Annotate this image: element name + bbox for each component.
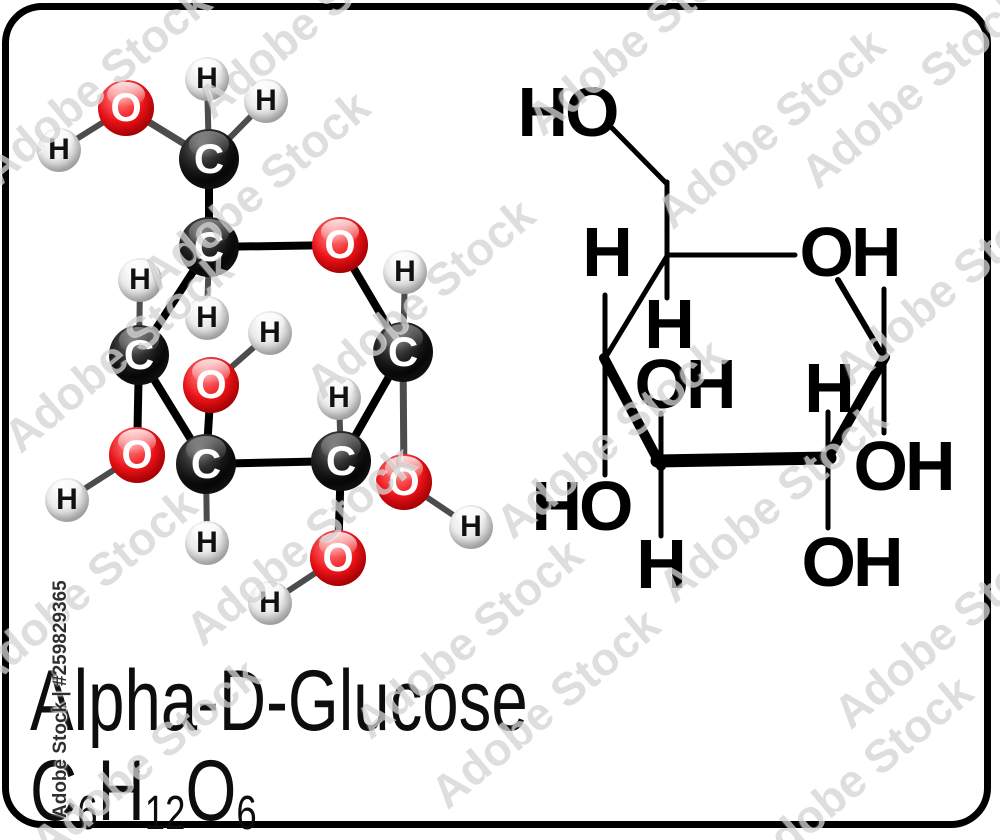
atom-symbol: H: [259, 586, 281, 619]
skeletal-bond: [821, 352, 890, 466]
hydrogen-atom: H: [383, 250, 427, 294]
carbon-atom: C: [179, 129, 239, 189]
skeletal-label: H: [804, 349, 855, 427]
atom-symbol: O: [324, 222, 356, 267]
carbon-atom: C: [373, 322, 433, 382]
atom-symbol: H: [259, 316, 281, 349]
carbon-atom: C: [179, 217, 239, 277]
formula-element: C: [30, 743, 78, 839]
atom-symbol: H: [129, 263, 151, 296]
atom-symbol: H: [196, 62, 218, 95]
hydrogen-atom: H: [185, 296, 229, 340]
oxygen-atom: O: [310, 530, 366, 586]
skeletal-bond: [599, 353, 666, 471]
hydrogen-atom: H: [248, 311, 292, 355]
skeletal-bond: [601, 253, 670, 363]
formula-subscript: 6: [236, 785, 257, 840]
atom-symbol: H: [196, 526, 218, 559]
skeletal-label: HO: [517, 73, 620, 151]
skeletal-label: H: [636, 525, 687, 603]
atom-symbol: O: [121, 432, 153, 477]
formula-element: H: [97, 743, 145, 839]
hydrogen-atom: H: [185, 57, 229, 101]
molecular-formula: C6H12O6: [30, 748, 528, 837]
rounded-border-frame: [2, 3, 991, 828]
atom-symbol: C: [123, 331, 155, 378]
skeletal-label: OH: [801, 523, 904, 601]
skeletal-bond: [835, 277, 887, 361]
hydrogen-atom: H: [449, 505, 493, 549]
carbon-atom: C: [176, 434, 236, 494]
atom-symbol: H: [196, 301, 218, 334]
atom-symbol: H: [255, 84, 277, 117]
oxygen-atom: O: [312, 217, 368, 273]
hydrogen-atom: H: [45, 478, 89, 522]
skeletal-label: OH: [853, 427, 956, 505]
atom-symbol: H: [328, 381, 350, 414]
atom-symbol: O: [110, 85, 142, 130]
hydrogen-atom: H: [185, 521, 229, 565]
skeletal-label: H: [644, 285, 695, 363]
atom-symbol: C: [193, 135, 225, 182]
hydrogen-atom: H: [248, 581, 292, 625]
skeletal-bond: [650, 451, 837, 468]
atom-symbol: H: [48, 133, 70, 166]
skeletal-label: OH: [799, 213, 902, 291]
carbon-atom: C: [311, 431, 371, 491]
caption: Alpha-D-Glucose C6H12O6: [30, 653, 528, 837]
skeletal-bond: [609, 125, 670, 187]
atom-symbol: C: [190, 440, 222, 487]
oxygen-atom: O: [98, 80, 154, 136]
atom-symbol: H: [394, 255, 416, 288]
atom-symbol: O: [388, 459, 420, 504]
atom-symbol: O: [195, 362, 227, 407]
atom-symbol: C: [387, 328, 419, 375]
formula-element: O: [185, 743, 237, 839]
oxygen-atom: O: [376, 454, 432, 510]
oxygen-atom: O: [183, 357, 239, 413]
atom-symbol: C: [193, 223, 225, 270]
skeletal-label: OH: [634, 345, 737, 423]
skeletal-label: H: [582, 213, 633, 291]
atom-symbol: C: [325, 437, 357, 484]
watermark-id-text: Adobe Stock | #259829365: [50, 580, 71, 818]
formula-subscript: 12: [144, 785, 186, 840]
hydrogen-atom: H: [244, 79, 288, 123]
hydrogen-atom: H: [37, 128, 81, 172]
oxygen-atom: O: [109, 427, 165, 483]
molecule-title: Alpha-D-Glucose: [30, 653, 528, 749]
hydrogen-atom: H: [317, 376, 361, 420]
formula-subscript: 6: [77, 785, 98, 840]
atom-symbol: H: [460, 510, 482, 543]
skeletal-label: HO: [531, 467, 634, 545]
carbon-atom: C: [109, 325, 169, 385]
hydrogen-atom: H: [118, 258, 162, 302]
atom-symbol: O: [322, 535, 354, 580]
atom-symbol: H: [56, 483, 78, 516]
